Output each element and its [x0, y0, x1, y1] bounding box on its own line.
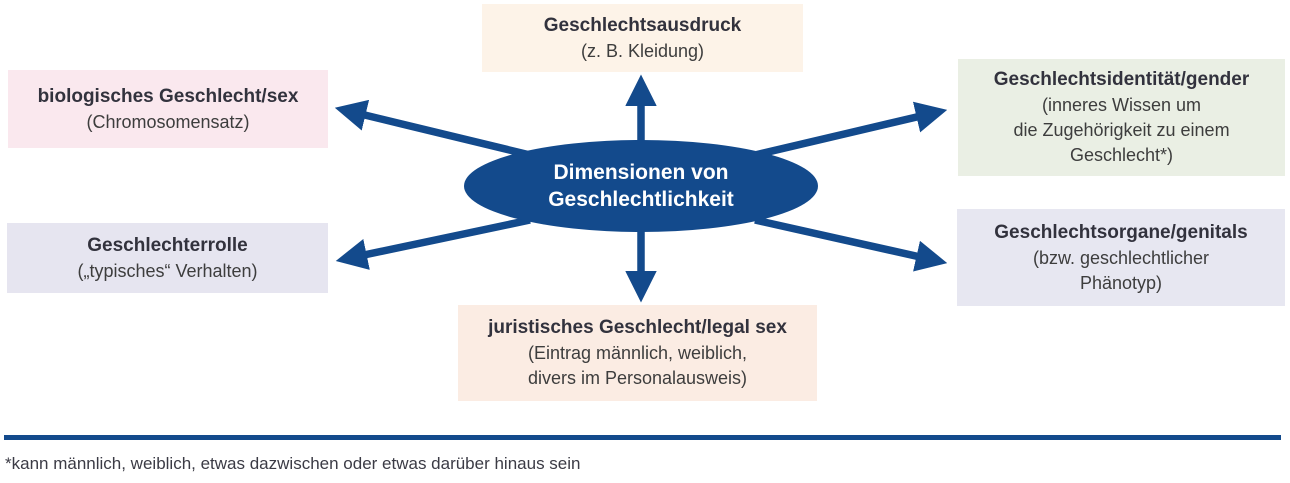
node-subtitle-line: Phänotyp) [1079, 272, 1163, 293]
divider-line [4, 435, 1281, 440]
node-geschlechtsidentitaet: Geschlechtsidentität/gender (inneres Wis… [958, 59, 1285, 176]
node-title: Geschlechtsorgane/genitals [994, 221, 1248, 243]
node-title: biologisches Geschlecht/sex [37, 85, 299, 107]
node-geschlechtsausdruck: Geschlechtsausdruck (z. B. Kleidung) [482, 4, 803, 72]
node-subtitle-line: (bzw. geschlechtlicher [1032, 247, 1210, 268]
node-subtitle-line: Geschlecht*) [1069, 145, 1174, 165]
node-subtitle-line: (Eintrag männlich, weiblich, [527, 343, 748, 363]
node-title: Geschlechterrolle [87, 234, 248, 256]
node-subtitle: („typisches“ Verhalten) [77, 260, 258, 281]
node-juristisches-geschlecht: juristisches Geschlecht/legal sex (Eintr… [458, 305, 817, 401]
footnote: *kann männlich, weiblich, etwas dazwisch… [5, 454, 581, 473]
node-subtitle-line: die Zugehörigkeit zu einem [1013, 120, 1230, 140]
node-subtitle-line: (inneres Wissen um [1041, 95, 1202, 115]
center-label-line2: Geschlechtlichkeit [548, 188, 734, 211]
node-subtitle: (z. B. Kleidung) [580, 40, 705, 61]
arrow-upper-right [754, 101, 948, 159]
node-subtitle: (Chromosomensatz) [86, 111, 250, 132]
node-title: Geschlechtsidentität/gender [993, 69, 1250, 90]
arrow-lower-left [335, 216, 531, 270]
node-title: juristisches Geschlecht/legal sex [488, 317, 787, 338]
node-geschlechtsorgane: Geschlechtsorgane/genitals (bzw. geschle… [957, 209, 1285, 306]
node-biologisches-geschlecht: biologisches Geschlecht/sex (Chromosomen… [8, 70, 328, 148]
center-ellipse: Dimensionen von Geschlechtlichkeit [464, 140, 818, 232]
node-geschlechterrolle: Geschlechterrolle („typisches“ Verhalten… [7, 223, 328, 293]
arrow-upper-left [334, 99, 531, 159]
node-subtitle-line: divers im Personalausweis) [527, 368, 748, 388]
arrow-lower-right [754, 216, 948, 272]
node-title: Geschlechtsausdruck [543, 14, 742, 36]
center-label-line1: Dimensionen von [553, 161, 729, 184]
